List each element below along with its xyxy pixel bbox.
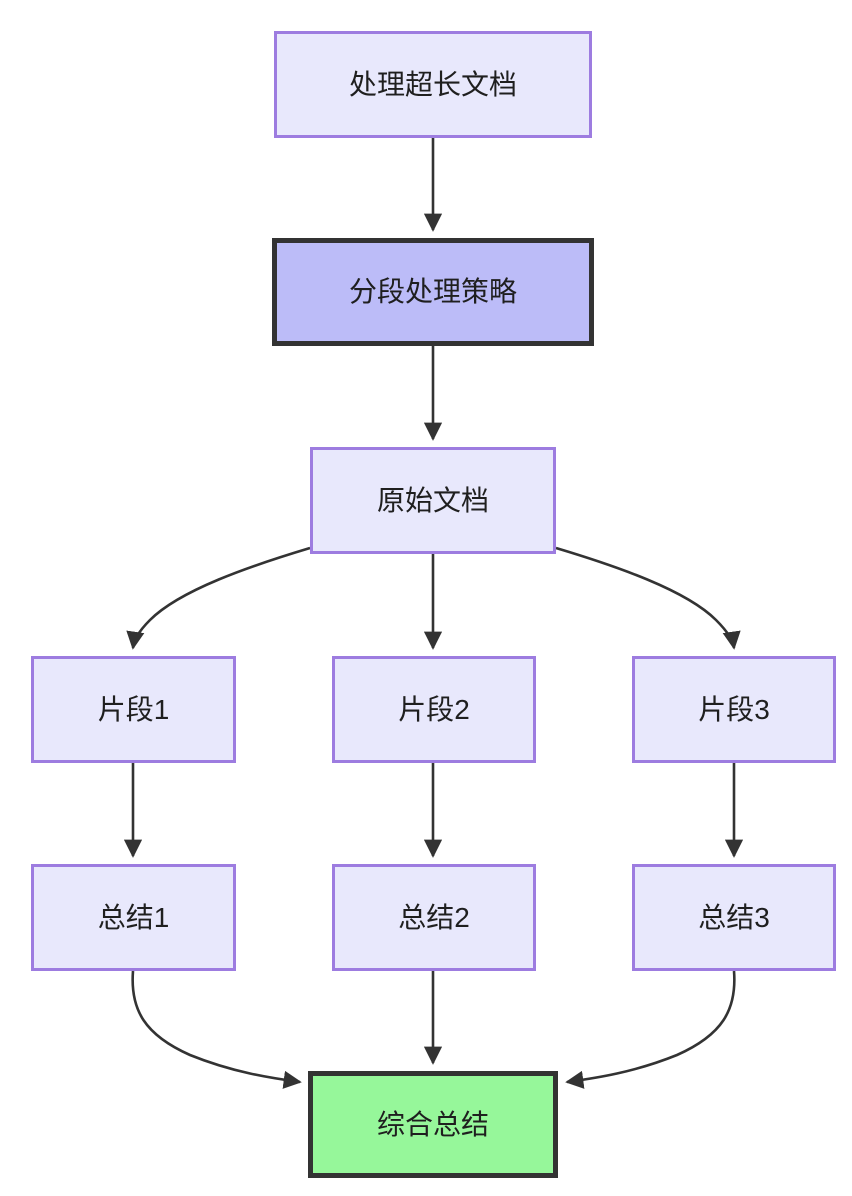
node-e1[interactable]: 总结1 — [31, 864, 236, 971]
node-label: 原始文档 — [376, 484, 489, 516]
node-label: 总结3 — [698, 901, 770, 933]
edge-e1-to-f — [131, 970, 302, 1089]
node-label: 处理超长文档 — [348, 68, 517, 100]
node-f[interactable]: 综合总结 — [308, 1071, 558, 1178]
node-a[interactable]: 处理超长文档 — [274, 31, 592, 138]
node-label: 片段3 — [698, 693, 770, 725]
node-d2[interactable]: 片段2 — [332, 656, 536, 763]
node-d3[interactable]: 片段3 — [632, 656, 836, 763]
node-e3[interactable]: 总结3 — [632, 864, 836, 971]
edge-e3-to-f — [565, 970, 736, 1089]
node-label: 总结1 — [97, 901, 170, 933]
node-c[interactable]: 原始文档 — [310, 447, 556, 554]
node-label: 片段1 — [97, 693, 170, 725]
edge-c-to-d1 — [126, 546, 311, 650]
node-d1[interactable]: 片段1 — [31, 656, 236, 763]
node-label: 分段处理策略 — [348, 276, 517, 308]
node-label: 片段2 — [398, 693, 470, 725]
edge-c-to-d3 — [555, 546, 741, 650]
node-b[interactable]: 分段处理策略 — [272, 238, 594, 346]
node-e2[interactable]: 总结2 — [332, 864, 536, 971]
node-label: 总结2 — [398, 901, 470, 933]
node-label: 综合总结 — [376, 1108, 489, 1140]
